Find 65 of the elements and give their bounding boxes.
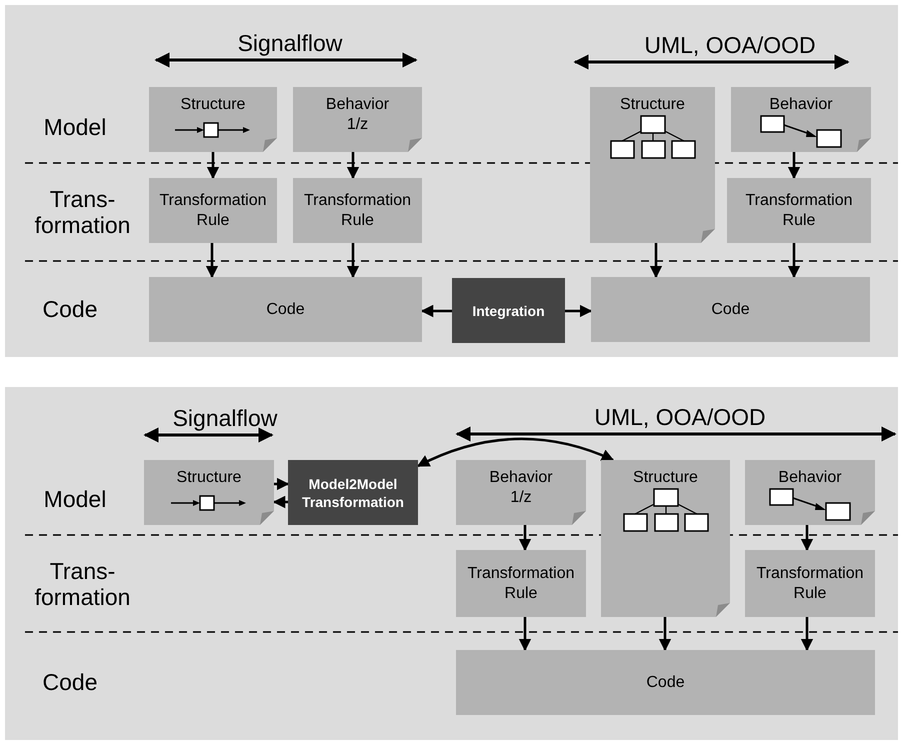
node-label: Structure	[620, 95, 685, 115]
arrow	[518, 617, 532, 652]
arrow	[800, 617, 814, 652]
row-label: Trans- formation	[34, 558, 132, 610]
node-label: Transformation Rule	[466, 564, 576, 604]
process-box	[456, 550, 586, 617]
arrow	[518, 525, 532, 552]
node-label: Model2Model Transformation	[301, 474, 405, 510]
arrow	[274, 478, 290, 490]
node-label: 1/z	[346, 115, 368, 135]
range-label: UML, OOA/OOD	[593, 404, 767, 430]
arrow	[272, 496, 288, 508]
node-label: 1/z	[510, 488, 532, 508]
model-note	[731, 87, 871, 152]
node-label: Transformation Rule	[158, 190, 268, 230]
model-note	[456, 460, 586, 525]
arrow	[658, 617, 672, 652]
arrow	[206, 152, 220, 180]
row-label: Code	[42, 669, 98, 695]
process-box	[727, 178, 871, 243]
process-box	[149, 277, 422, 342]
process-box	[293, 178, 422, 243]
node-label: Behavior	[326, 95, 390, 115]
model-note	[149, 87, 277, 152]
node-label: Transformation Rule	[744, 190, 854, 230]
process-box	[452, 278, 565, 343]
arrow	[565, 304, 592, 318]
node-label: Behavior	[778, 468, 842, 488]
model-note	[590, 87, 715, 243]
arrow	[206, 243, 218, 278]
arrow	[650, 243, 662, 278]
process-box	[745, 550, 875, 617]
arrow	[788, 243, 800, 278]
row-label: Model	[42, 486, 108, 512]
node-label: Integration	[471, 302, 546, 320]
node-label: Code	[646, 672, 685, 692]
model-note	[601, 460, 730, 617]
model-note	[745, 460, 875, 525]
arrow	[416, 438, 614, 468]
arrow	[420, 304, 452, 318]
node-label: Behavior	[769, 95, 833, 115]
node-label: Structure	[633, 468, 698, 488]
model-note	[144, 460, 274, 525]
node-label: Structure	[180, 95, 246, 115]
node-label: Structure	[176, 468, 242, 488]
node-label: Code	[266, 300, 305, 320]
arrow	[800, 525, 814, 552]
range-label: Signalflow	[172, 405, 278, 431]
arrow	[346, 243, 360, 278]
arrow	[788, 152, 800, 180]
process-box	[456, 650, 875, 715]
model-note	[293, 87, 422, 152]
process-box	[149, 178, 277, 243]
node-label: Transformation Rule	[756, 564, 864, 604]
node-label: Behavior	[489, 468, 553, 488]
range-label: Signalflow	[236, 30, 344, 56]
process-box	[288, 460, 418, 525]
process-box	[591, 277, 870, 342]
row-label: Trans- formation	[34, 186, 132, 238]
node-label: Transformation Rule	[303, 190, 412, 230]
range-label: UML, OOA/OOD	[643, 32, 817, 58]
node-label: Code	[711, 300, 750, 320]
row-label: Model	[42, 114, 108, 140]
row-label: Code	[42, 296, 98, 322]
arrow	[346, 152, 360, 180]
